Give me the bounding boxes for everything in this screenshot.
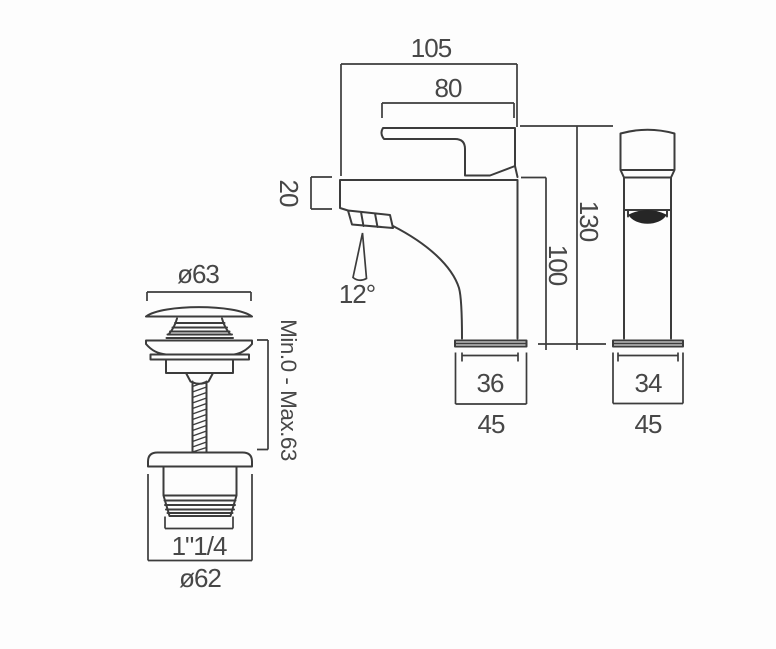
dim-base-plate-width-label: 45 (478, 409, 505, 439)
waste-travel-label: Min.0 - Max.63 (276, 319, 301, 461)
dim-width-handle-label: 80 (435, 73, 462, 103)
side-handle-outline (619, 128, 676, 179)
side-base-plate (612, 339, 684, 348)
dim-width-overall-label: 105 (411, 33, 452, 63)
dim-height-spout-label: 100 (543, 245, 573, 286)
waste-dimensions: ø63 Min.0 - Max.63 1"1/4 ø62 (146, 259, 301, 593)
spout-angle-wedge (352, 232, 368, 282)
front-base-plate (454, 339, 528, 348)
waste-cap-diameter-label: ø63 (177, 259, 219, 289)
side-dimension-lines (612, 352, 684, 405)
dim-base-body-width-label: 36 (477, 368, 504, 398)
waste-diameter-label: ø62 (179, 563, 221, 593)
front-body-outline (339, 179, 519, 340)
waste-dimension-lines (146, 291, 269, 562)
front-aerator (347, 209, 394, 229)
front-view-dimensions: 105 80 20 12° 36 45 (274, 33, 528, 439)
dim-base-body-depth-label: 34 (635, 368, 662, 398)
spout-angle-label: 12° (339, 279, 375, 309)
waste-outline (145, 306, 253, 517)
dim-spout-height-label: 20 (274, 180, 304, 207)
height-dimension-lines (520, 125, 613, 350)
dim-height-overall-label: 130 (574, 201, 604, 242)
front-handle-outline (380, 127, 519, 178)
side-spout-outlet (628, 210, 667, 224)
popup-waste-view (145, 306, 253, 517)
tap-side-view (612, 128, 684, 348)
side-body-outline (623, 176, 672, 340)
tap-front-view (339, 127, 528, 348)
height-dimensions: 130 100 (520, 125, 613, 350)
waste-rod-thread-hatch (191, 380, 208, 453)
waste-thread-label: 1"1/4 (172, 531, 227, 561)
dim-base-plate-depth-label: 45 (635, 409, 662, 439)
side-view-dimensions: 34 45 (612, 352, 684, 439)
front-dimension-lines (310, 63, 528, 405)
